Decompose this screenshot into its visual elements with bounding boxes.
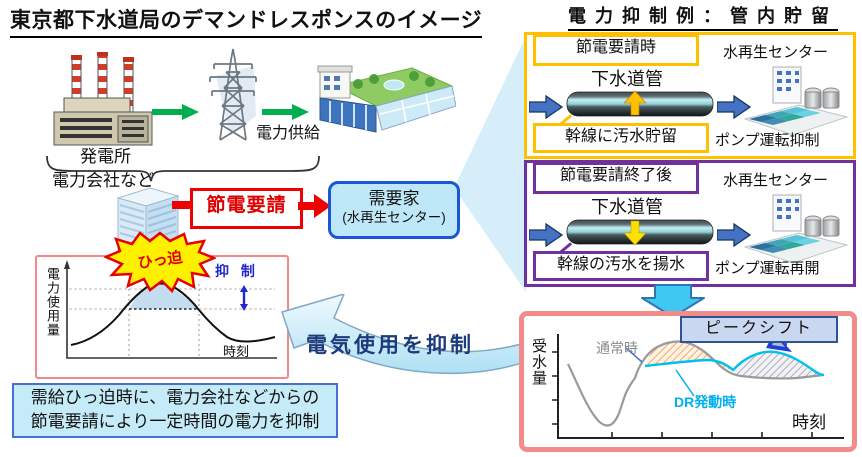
flow-arrow-icon — [717, 95, 751, 119]
during-header-box: 節電要請時 — [533, 34, 699, 66]
during-pipe-label: 下水道管 — [591, 69, 663, 89]
after-pipe-label: 下水道管 — [591, 197, 663, 217]
down-arrow-icon — [641, 284, 705, 318]
peakshift-chart-panel: ピークシフト 受水量 通常時 DR発動時 時刻 — [519, 311, 857, 452]
suppress-label: 抑 制 — [215, 263, 259, 279]
after-header-box: 節電要請終了後 — [533, 162, 699, 194]
plant-label: 発電所 — [80, 147, 131, 166]
peak-shift-label: ピークシフト — [704, 320, 813, 337]
note-line2: 節電要請により一定時間の電力を抑制 — [30, 412, 320, 431]
reclamation-plant-icon — [743, 194, 849, 264]
reclamation-plant-icon — [743, 66, 849, 136]
swoosh-label: 電気使用を抑制 — [306, 334, 474, 357]
note-box: 需給ひっ迫時に、電力会社などからの 節電要請により一定時間の電力を抑制 — [12, 383, 338, 438]
demand-chart-ylabel: 電力使用量 — [45, 267, 60, 337]
peakshift-xlabel: 時刻 — [792, 413, 826, 432]
after-action-label: 幹線の汚水を揚水 — [556, 256, 685, 273]
storage-title: 電力抑制例：管内貯留 — [568, 2, 838, 31]
suppress-arrow-icon — [240, 285, 248, 311]
sewer-pipe-icon — [566, 90, 714, 117]
reclamation-center-icon — [317, 65, 456, 133]
request-arrow-icon — [298, 194, 331, 218]
consumer-sublabel: (水再生センター) — [342, 210, 446, 225]
consumer-box: 需要家 (水再生センター) — [328, 181, 460, 239]
crisis-starburst — [104, 231, 216, 293]
company-label: 電力会社など — [52, 171, 154, 190]
panel-during-request: 節電要請時 水再生センター 下水道管 — [524, 32, 856, 159]
demand-chart-panel: 電力使用量 時刻 抑 制 — [35, 255, 289, 379]
peakshift-ylabel: 受水量 — [530, 338, 547, 386]
during-center-label: 水再生センター — [723, 44, 829, 61]
after-header-label: 節電要請終了後 — [559, 167, 672, 184]
during-action-label: 幹線に汚水貯留 — [564, 128, 677, 145]
demand-chart-plot — [64, 260, 277, 359]
demand-chart-xlabel: 時刻 — [223, 344, 250, 359]
note-line1: 需給ひっ迫時に、電力会社などからの — [30, 388, 320, 407]
during-header-label: 節電要請時 — [575, 39, 656, 56]
supply-arrow-icon — [262, 104, 309, 120]
after-pump-label: ポンプ運転再開 — [715, 260, 820, 277]
supply-arrow-icon — [152, 104, 199, 120]
request-label: 節電要請 — [206, 195, 287, 216]
power-supply-label: 電力供給 — [256, 125, 321, 142]
page-title: 東京都下水道局のデマンドレスポンスのイメージ — [10, 4, 483, 38]
pump-down-arrow-icon — [623, 220, 647, 246]
store-up-arrow-icon — [623, 90, 647, 116]
dr-series-label: DR発動時 — [674, 394, 737, 410]
flow-arrow-icon — [529, 95, 563, 119]
during-pump-label: ポンプ運転抑制 — [715, 132, 820, 149]
power-plant-icon — [53, 52, 153, 146]
after-center-label: 水再生センター — [723, 172, 829, 189]
consumer-label: 需要家 — [368, 189, 420, 208]
peak-shift-box: ピークシフト — [680, 316, 838, 343]
flow-arrow-icon — [717, 223, 751, 247]
sewer-pipe-icon — [566, 219, 714, 246]
zoom-beam — [454, 36, 526, 292]
transmission-tower-icon — [209, 48, 257, 141]
after-action-box: 幹線の汚水を揚水 — [533, 251, 709, 281]
power-saving-request-box: 節電要請 — [190, 188, 303, 229]
flow-arrow-icon — [529, 223, 563, 247]
brace-shape — [46, 155, 320, 182]
normal-series-label: 通常時 — [596, 340, 638, 356]
request-connector — [172, 201, 192, 209]
during-action-box: 幹線に汚水貯留 — [533, 123, 709, 153]
panel-after-request: 節電要請終了後 水再生センター 下水道管 — [524, 160, 856, 287]
